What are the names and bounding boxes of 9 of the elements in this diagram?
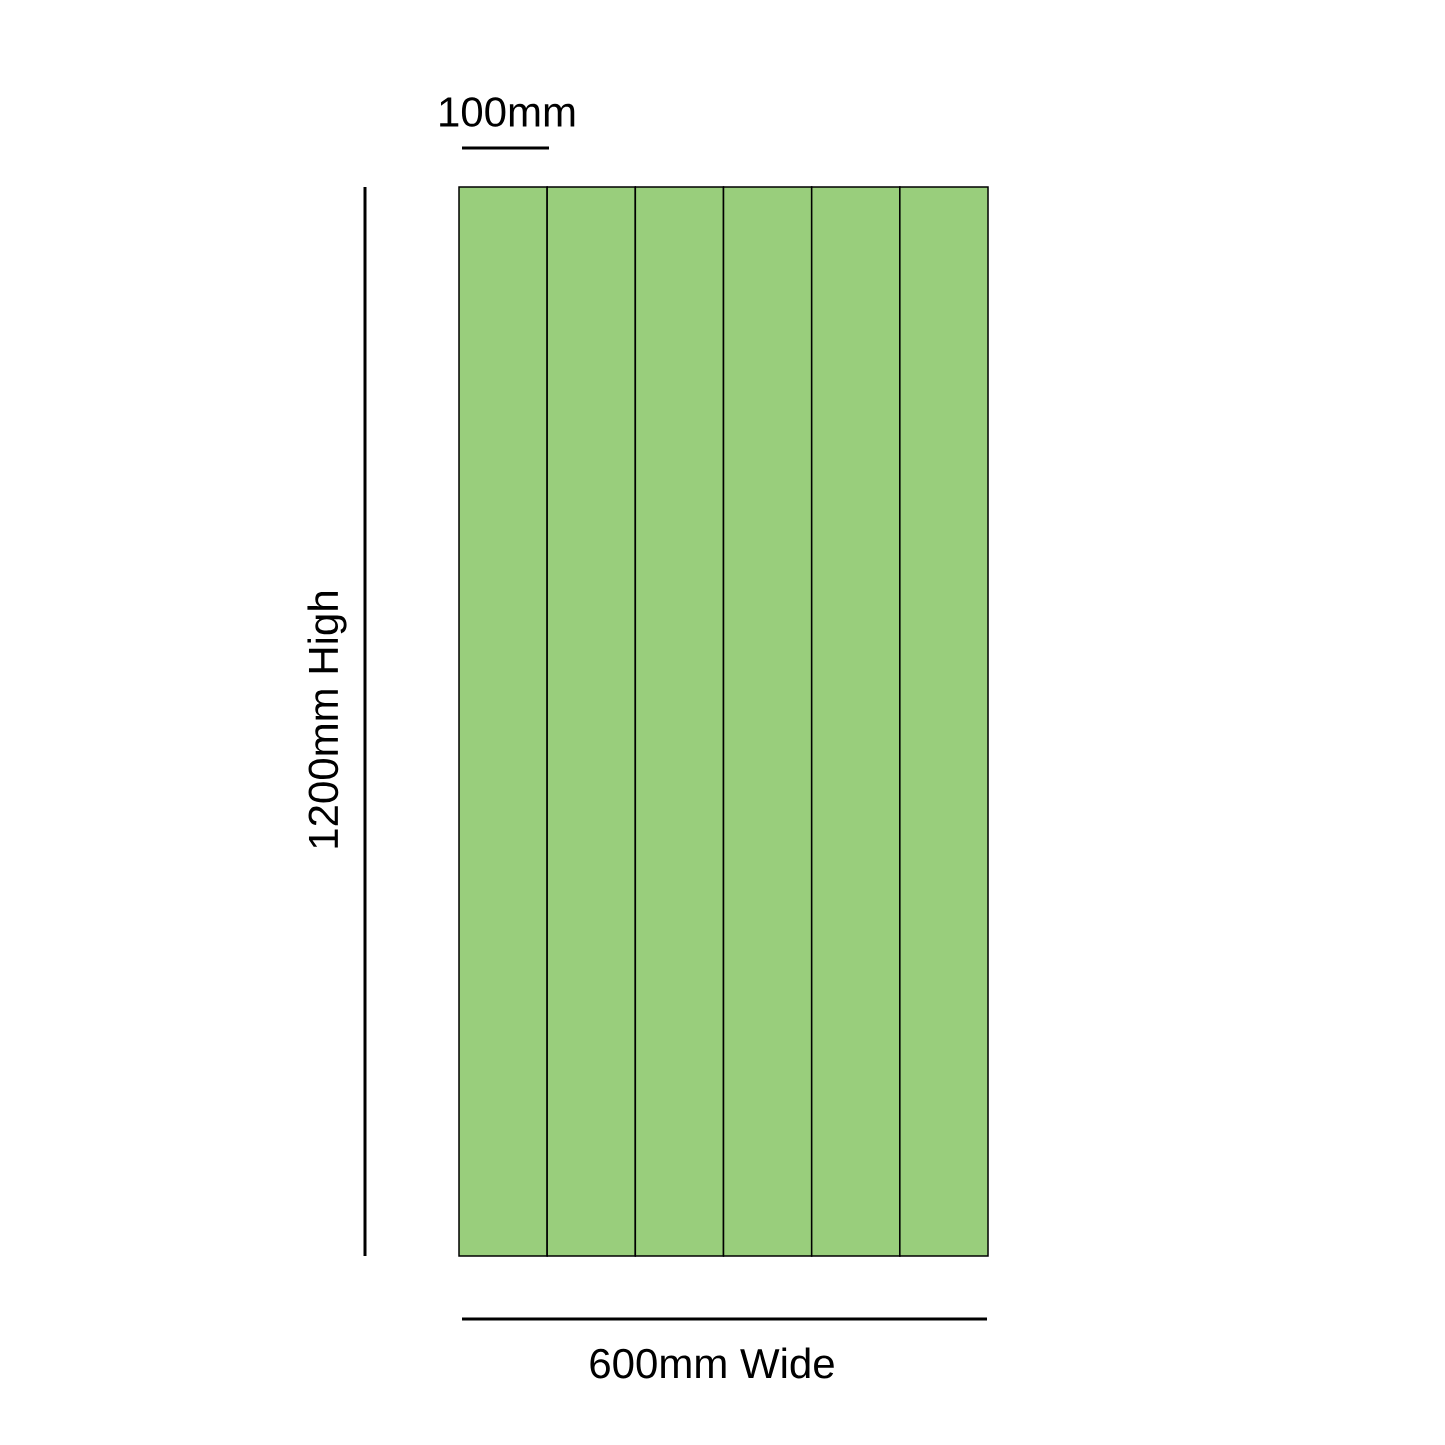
- panel-strip: [722, 186, 813, 1257]
- panel-strip: [810, 186, 901, 1257]
- dimension-label: 600mm Wide: [590, 1347, 834, 1379]
- dimension-label: 1200mm High: [307, 592, 347, 848]
- dimension-label: 100mm: [440, 97, 575, 127]
- panel-strip: [546, 186, 637, 1257]
- panel-strip: [458, 186, 548, 1257]
- panel-strip: [634, 186, 725, 1257]
- panel-strip: [899, 186, 989, 1257]
